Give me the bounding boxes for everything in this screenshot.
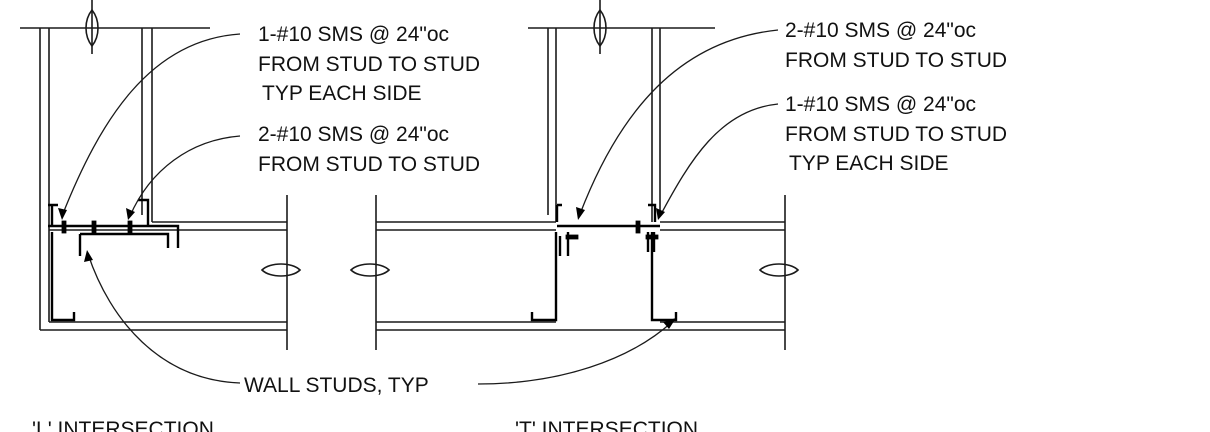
t-intersection-drawing	[349, 0, 800, 385]
note-line: TYP EACH SIDE	[789, 152, 949, 175]
screw-icon	[565, 220, 659, 240]
note-t-top: 2-#10 SMS @ 24"oc FROM STUD TO STUD	[785, 19, 1007, 72]
note-line: 1-#10 SMS @ 24"oc	[258, 23, 449, 46]
note-line: FROM STUD TO STUD	[258, 53, 480, 76]
note-l-top: 1-#10 SMS @ 24"oc FROM STUD TO STUD TYP …	[258, 23, 480, 105]
note-line: FROM STUD TO STUD	[785, 49, 1007, 72]
note-wall-studs: WALL STUDS, TYP	[244, 374, 429, 397]
screw-icon	[61, 220, 133, 234]
title-l-intersection: 'L' INTERSECTION	[32, 418, 214, 432]
note-l-mid: 2-#10 SMS @ 24"oc FROM STUD TO STUD	[258, 123, 480, 176]
note-t-mid: 1-#10 SMS @ 24"oc FROM STUD TO STUD TYP …	[785, 93, 1007, 175]
note-line: 1-#10 SMS @ 24"oc	[785, 93, 976, 116]
title-t-intersection: 'T' INTERSECTION	[515, 418, 698, 432]
note-line: FROM STUD TO STUD	[258, 153, 480, 176]
l-intersection-drawing	[20, 0, 302, 384]
note-line: 2-#10 SMS @ 24"oc	[258, 123, 449, 146]
note-line: FROM STUD TO STUD	[785, 123, 1007, 146]
note-line: TYP EACH SIDE	[262, 82, 422, 105]
note-line: 2-#10 SMS @ 24"oc	[785, 19, 976, 42]
